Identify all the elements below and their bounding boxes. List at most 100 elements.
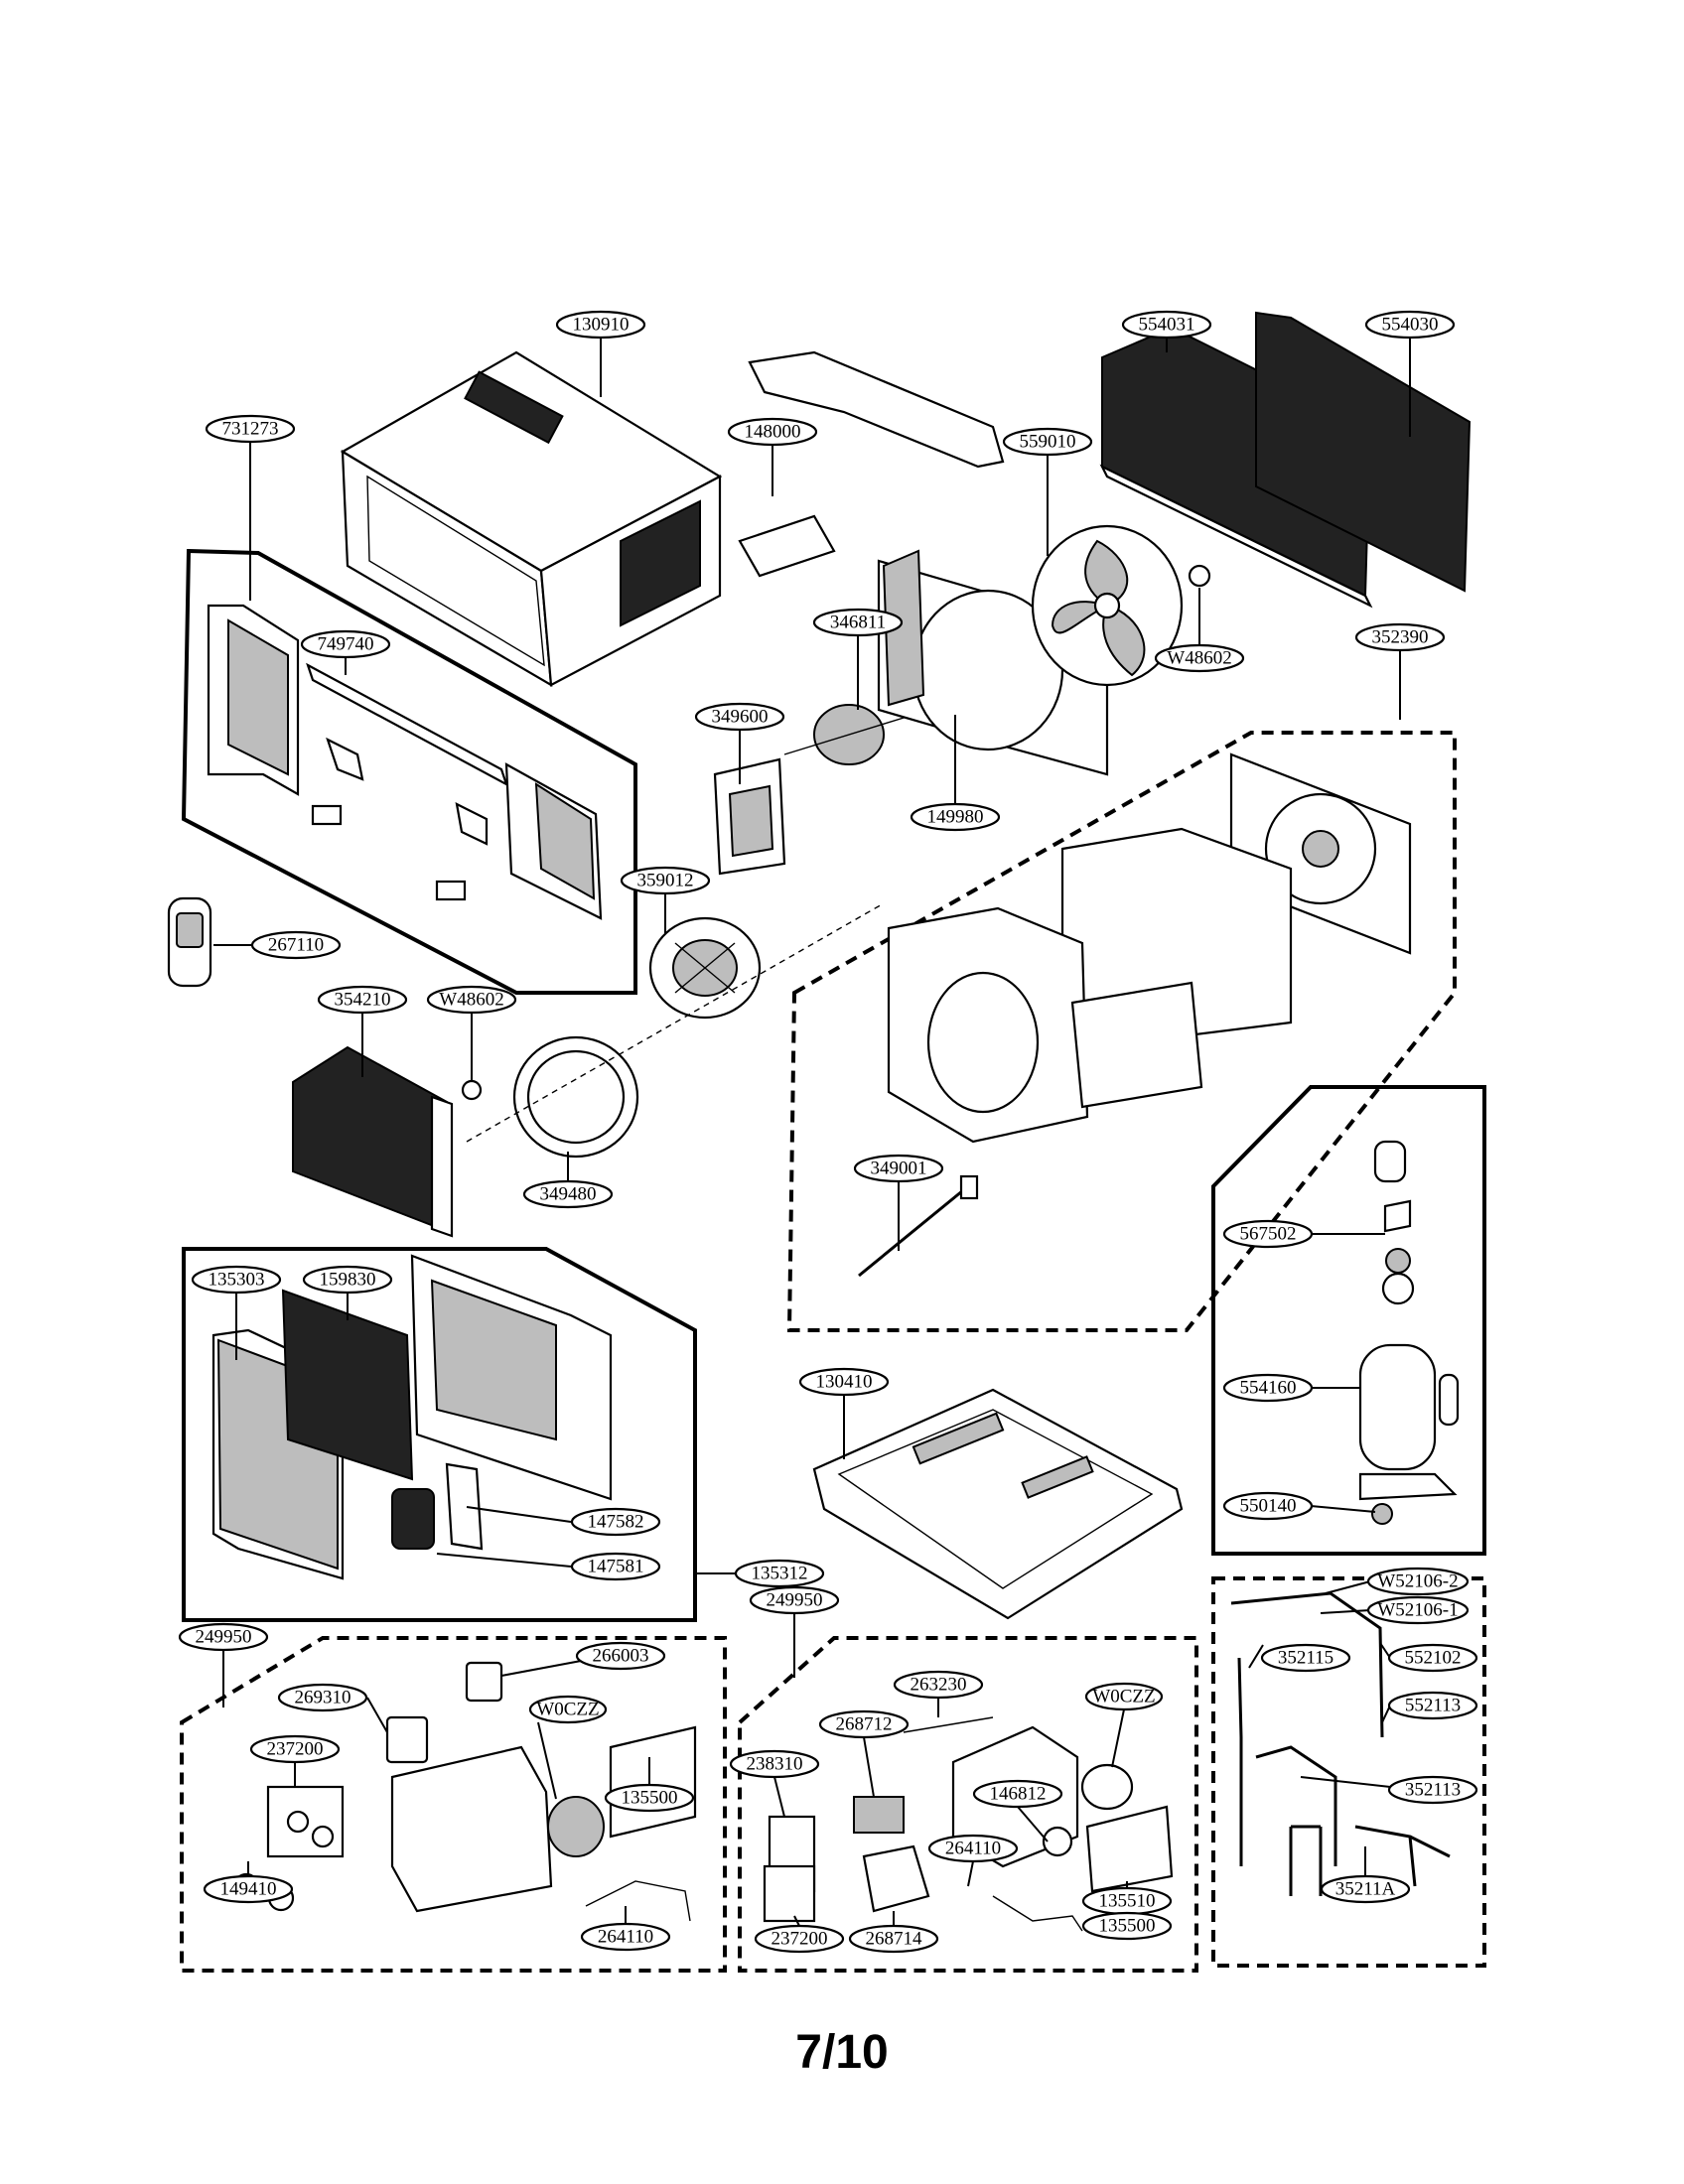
label-grille-panel: 135303 <box>191 1265 282 1295</box>
label-pipe-d: 552102 <box>1387 1643 1478 1673</box>
label-fan-propeller: 559010 <box>1002 427 1093 457</box>
front-grille-group-outline <box>182 1247 697 1622</box>
label-cond-coil-b: 554030 <box>1364 310 1456 340</box>
label-air-filter: 159830 <box>302 1265 393 1295</box>
svg-text:237200: 237200 <box>267 1739 324 1760</box>
label-ctrl-assy-left: 249950 <box>178 1622 269 1652</box>
svg-text:W0CZZ: W0CZZ <box>536 1700 599 1720</box>
svg-text:146812: 146812 <box>990 1784 1047 1805</box>
svg-text:147581: 147581 <box>588 1557 644 1577</box>
label-motor-step: 146812 <box>972 1779 1063 1809</box>
compressor-illustration <box>1358 1140 1460 1525</box>
fan-motor-illustration <box>713 704 914 876</box>
label-knob: 149410 <box>203 1874 294 1904</box>
svg-text:266003: 266003 <box>593 1646 649 1667</box>
svg-text:352390: 352390 <box>1372 627 1429 648</box>
base-shroud-illustration <box>887 752 1412 1144</box>
compressor-group-outline <box>1211 1085 1486 1556</box>
piping-illustration <box>1230 1591 1451 1896</box>
label-ctrl-assy-right: 249950 <box>749 1585 840 1615</box>
svg-text:550140: 550140 <box>1240 1496 1297 1517</box>
label-remote-control: 267110 <box>250 930 342 960</box>
leader-lines <box>213 338 1411 1927</box>
svg-text:135500: 135500 <box>622 1788 678 1809</box>
evaporator-coil-illustration <box>292 1045 483 1238</box>
label-cover-right-b: 135500 <box>1081 1911 1173 1941</box>
label-orifice: 349480 <box>522 1179 614 1209</box>
svg-text:238310: 238310 <box>747 1754 803 1775</box>
label-pcb-main: 268714 <box>848 1924 939 1954</box>
svg-text:346811: 346811 <box>830 613 886 633</box>
cabinet-illustration <box>340 350 723 688</box>
base-shroud-group-outline <box>786 731 1457 1332</box>
svg-text:135312: 135312 <box>752 1564 808 1584</box>
svg-text:264110: 264110 <box>598 1927 653 1948</box>
label-compressor: 554160 <box>1222 1373 1314 1403</box>
label-pipe-e: 552113 <box>1387 1691 1478 1720</box>
svg-text:W48602: W48602 <box>439 990 503 1011</box>
svg-text:352115: 352115 <box>1278 1648 1333 1669</box>
label-side-curtain-assy: 731273 <box>205 414 296 444</box>
label-pipe-a: W52106-2 <box>1366 1567 1470 1596</box>
fan-propeller-illustration <box>1031 524 1211 687</box>
svg-text:567502: 567502 <box>1240 1224 1297 1245</box>
svg-text:W0CZZ: W0CZZ <box>1092 1687 1155 1707</box>
svg-text:W52106-1: W52106-1 <box>1377 1600 1458 1621</box>
label-wire-top: 263230 <box>893 1670 984 1700</box>
label-turbo-fan: 359012 <box>620 866 711 895</box>
label-capacitor-right: W0CZZ <box>1084 1682 1164 1711</box>
svg-text:149980: 149980 <box>927 807 984 828</box>
label-air-guide: 148000 <box>727 417 818 447</box>
svg-text:W48602: W48602 <box>1167 648 1231 669</box>
remote-control-illustration <box>167 896 212 988</box>
label-nut-mid: W48602 <box>426 985 517 1015</box>
svg-text:135303: 135303 <box>209 1270 265 1291</box>
svg-text:268714: 268714 <box>866 1929 923 1950</box>
heater-rod-illustration <box>858 1174 979 1278</box>
label-pcb-display: 268712 <box>818 1709 910 1739</box>
label-cover-right-a: 135510 <box>1081 1886 1173 1916</box>
label-front-grille-assy: 135312 <box>734 1559 825 1588</box>
svg-text:269310: 269310 <box>295 1688 351 1708</box>
svg-text:237200: 237200 <box>772 1929 828 1950</box>
svg-text:352113: 352113 <box>1405 1780 1461 1801</box>
label-control-box-right: 237200 <box>754 1924 845 1954</box>
base-pan-illustration <box>812 1388 1184 1620</box>
label-comp-foot: 550140 <box>1222 1491 1314 1521</box>
label-curtain-rail: 749740 <box>300 629 391 659</box>
label-cover-pcb: 238310 <box>729 1749 820 1779</box>
label-capacitor-left: W0CZZ <box>528 1695 608 1724</box>
label-base-pan: 130410 <box>798 1367 890 1397</box>
label-nut-top: W48602 <box>1154 643 1245 673</box>
svg-text:749740: 749740 <box>318 634 374 655</box>
condenser-coil-illustration <box>1099 311 1472 609</box>
svg-text:552102: 552102 <box>1405 1648 1462 1669</box>
label-pipe-c: 352115 <box>1260 1643 1351 1673</box>
label-heater-rod: 349001 <box>853 1154 944 1183</box>
svg-text:268712: 268712 <box>836 1714 893 1735</box>
side-curtain-group-outline <box>181 548 637 995</box>
svg-text:359012: 359012 <box>637 871 694 891</box>
label-harness-left: 264110 <box>580 1922 671 1952</box>
piping-group-outline <box>1211 1576 1486 1968</box>
svg-text:W52106-2: W52106-2 <box>1377 1571 1458 1592</box>
label-cover-left: 135500 <box>604 1783 695 1813</box>
label-shroud-front: 149980 <box>910 802 1001 832</box>
label-louver-b: 147581 <box>570 1552 661 1581</box>
side-curtain-illustration <box>207 604 603 920</box>
svg-text:554030: 554030 <box>1382 315 1439 336</box>
svg-text:35211A: 35211A <box>1335 1879 1396 1900</box>
svg-text:349480: 349480 <box>540 1184 597 1205</box>
label-cond-coil-a: 554031 <box>1121 310 1212 340</box>
label-pipe-f: 352113 <box>1387 1775 1478 1805</box>
front-grille-illustration <box>211 1254 613 1580</box>
turbo-fan-illustration <box>466 902 885 1159</box>
svg-text:552113: 552113 <box>1405 1696 1461 1716</box>
svg-text:554160: 554160 <box>1240 1378 1297 1399</box>
svg-text:354210: 354210 <box>335 990 391 1011</box>
svg-text:267110: 267110 <box>268 935 324 956</box>
label-comp-part-a: 567502 <box>1222 1219 1314 1249</box>
svg-text:159830: 159830 <box>320 1270 376 1291</box>
shroud-illustration <box>877 549 1109 776</box>
